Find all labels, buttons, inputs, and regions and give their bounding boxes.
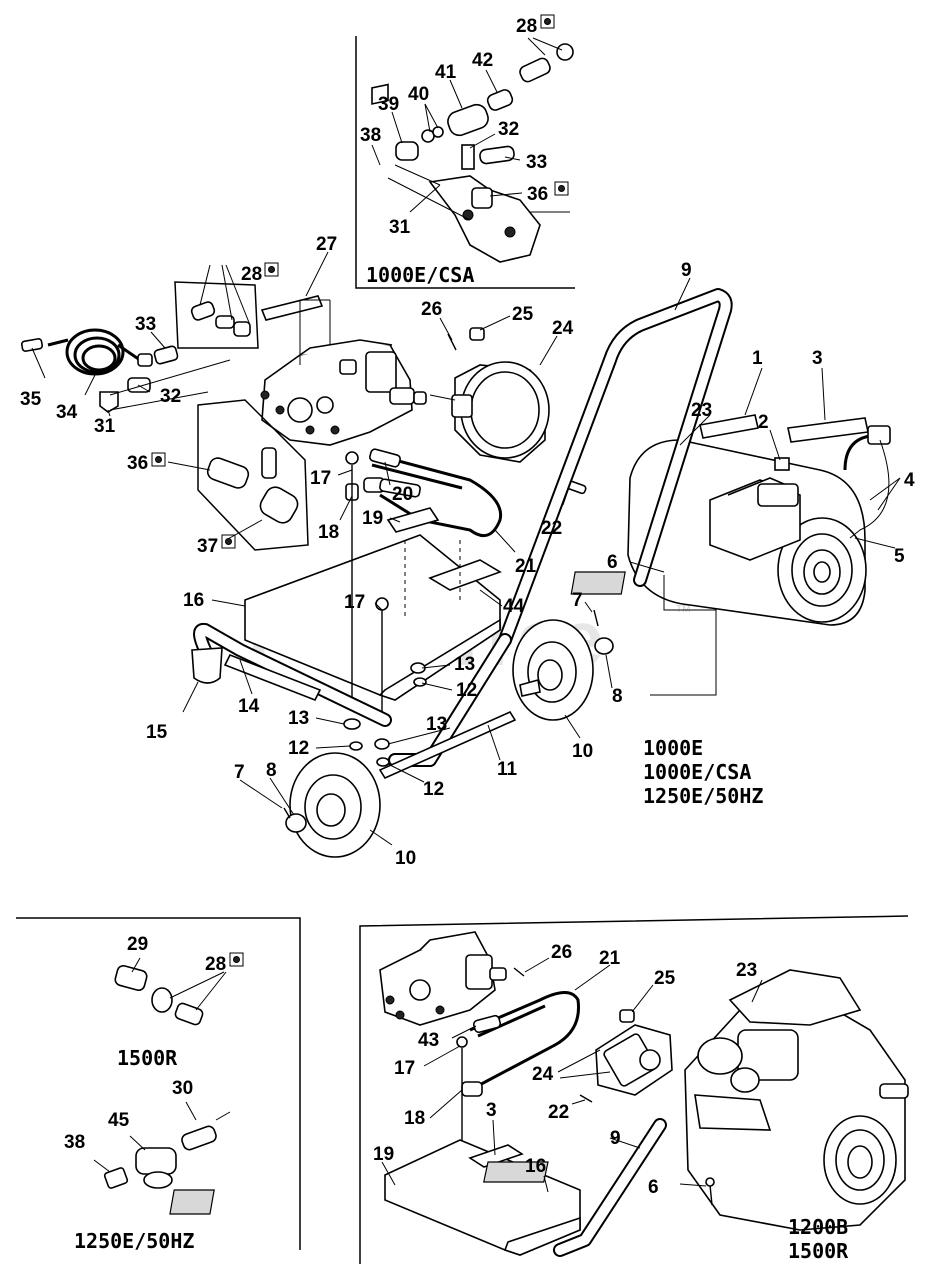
callout-38: 38 xyxy=(64,1132,85,1153)
callout-32: 32 xyxy=(498,119,519,140)
callout-25: 25 xyxy=(654,968,676,989)
callout-13: 13 xyxy=(426,714,447,735)
callout-9: 9 xyxy=(681,260,692,281)
inset-pump-assembly xyxy=(371,43,574,263)
callout-9: 9 xyxy=(610,1128,621,1149)
callout-20: 20 xyxy=(392,484,413,505)
callout-39: 39 xyxy=(378,94,399,115)
callout-40: 40 xyxy=(408,84,429,105)
callout-31: 31 xyxy=(94,416,116,437)
callout-3: 3 xyxy=(812,348,823,369)
callout-13: 13 xyxy=(288,708,309,729)
callout-26: 26 xyxy=(421,299,442,320)
callout-25: 25 xyxy=(512,304,534,325)
callout-42: 42 xyxy=(472,50,493,71)
callout-7: 7 xyxy=(234,762,245,783)
callout-37: 37 xyxy=(197,536,218,557)
callout-44: 44 xyxy=(503,596,525,617)
model-label-inset-top: 1000E/CSA xyxy=(366,263,474,287)
callout-41: 41 xyxy=(435,62,457,83)
callout-29: 29 xyxy=(127,934,148,955)
callout-18: 18 xyxy=(318,522,339,543)
callout-23: 23 xyxy=(736,960,757,981)
callout-5: 5 xyxy=(894,546,905,567)
model-label-1250e: 1250E/50HZ xyxy=(74,1229,194,1253)
callout-34: 34 xyxy=(56,402,78,423)
main-assembly: 28 27 9 26 25 24 33 35 34 32 31 1 3 23 2… xyxy=(20,234,915,869)
callout-28: 28 xyxy=(241,264,262,285)
callout-24: 24 xyxy=(532,1064,554,1085)
callout-4: 4 xyxy=(904,470,915,491)
callout-19: 19 xyxy=(362,508,383,529)
callout-30: 30 xyxy=(172,1078,193,1099)
inset-1000e-csa: 28 42 41 40 39 38 32 33 36 31 1000E/CSA xyxy=(355,14,575,289)
callout-28: 28 xyxy=(205,954,226,975)
electric-motor xyxy=(570,439,867,626)
callout-33: 33 xyxy=(135,314,156,335)
callout-17: 17 xyxy=(394,1058,415,1079)
model-label-main: 1250E/50HZ xyxy=(643,784,763,808)
callout-17: 17 xyxy=(310,468,331,489)
callout-11: 11 xyxy=(497,759,518,780)
callout-12: 12 xyxy=(456,680,477,701)
inset-1200b-1500r: 26 21 23 25 43 17 24 18 22 9 3 16 19 6 1… xyxy=(169,915,909,1264)
callout-19: 19 xyxy=(373,1144,394,1165)
callout-7: 7 xyxy=(572,590,583,611)
callout-32: 32 xyxy=(160,386,181,407)
wheel-right xyxy=(512,619,594,721)
callout-16: 16 xyxy=(183,590,204,611)
callout-38: 38 xyxy=(360,125,381,146)
model-label-main: 1000E/CSA xyxy=(643,760,751,784)
callout-16: 16 xyxy=(525,1156,546,1177)
pump-body xyxy=(260,339,427,446)
callout-6: 6 xyxy=(607,552,618,573)
callout-31: 31 xyxy=(389,217,411,238)
callout-21: 21 xyxy=(515,556,537,577)
callout-1: 1 xyxy=(752,348,763,369)
callout-14: 14 xyxy=(238,696,260,717)
gasoline-engine xyxy=(483,969,909,1231)
model-label-1500r: 1500R xyxy=(117,1046,178,1070)
callout-45: 45 xyxy=(108,1110,130,1131)
callout-43: 43 xyxy=(418,1030,439,1051)
callout-13: 13 xyxy=(454,654,475,675)
model-label-engine: 1200B xyxy=(788,1215,848,1239)
callout-10: 10 xyxy=(395,848,416,869)
callout-21: 21 xyxy=(599,948,621,969)
callout-35: 35 xyxy=(20,389,42,410)
callout-3: 3 xyxy=(486,1100,497,1121)
callout-12: 12 xyxy=(288,738,309,759)
callout-18: 18 xyxy=(404,1108,425,1129)
wheel-left xyxy=(289,752,381,858)
callout-33: 33 xyxy=(526,152,547,173)
callout-36: 36 xyxy=(527,184,548,205)
callout-6: 6 xyxy=(648,1177,659,1198)
callout-22: 22 xyxy=(548,1102,569,1123)
engine-leaders xyxy=(381,957,763,1193)
inset-leaders xyxy=(371,37,563,213)
callout-27: 27 xyxy=(316,234,337,255)
model-label-main: 1000E xyxy=(643,736,703,760)
callout-36: 36 xyxy=(127,453,148,474)
callout-22: 22 xyxy=(541,518,562,539)
inset-1500r-1250e: 29 28 1500R 30 45 38 1250E/50HZ xyxy=(16,917,301,1253)
callout-10: 10 xyxy=(572,741,593,762)
callout-15: 15 xyxy=(146,722,168,743)
main-leaders xyxy=(31,251,901,846)
callout-24: 24 xyxy=(552,318,574,339)
model-label-engine: 1500R xyxy=(788,1239,849,1263)
callout-26: 26 xyxy=(551,942,572,963)
callout-2: 2 xyxy=(758,412,769,433)
callout-8: 8 xyxy=(612,686,623,707)
callout-23: 23 xyxy=(691,400,712,421)
callout-28: 28 xyxy=(516,16,537,37)
callout-8: 8 xyxy=(266,760,277,781)
callout-12: 12 xyxy=(423,779,444,800)
callout-17: 17 xyxy=(344,592,365,613)
